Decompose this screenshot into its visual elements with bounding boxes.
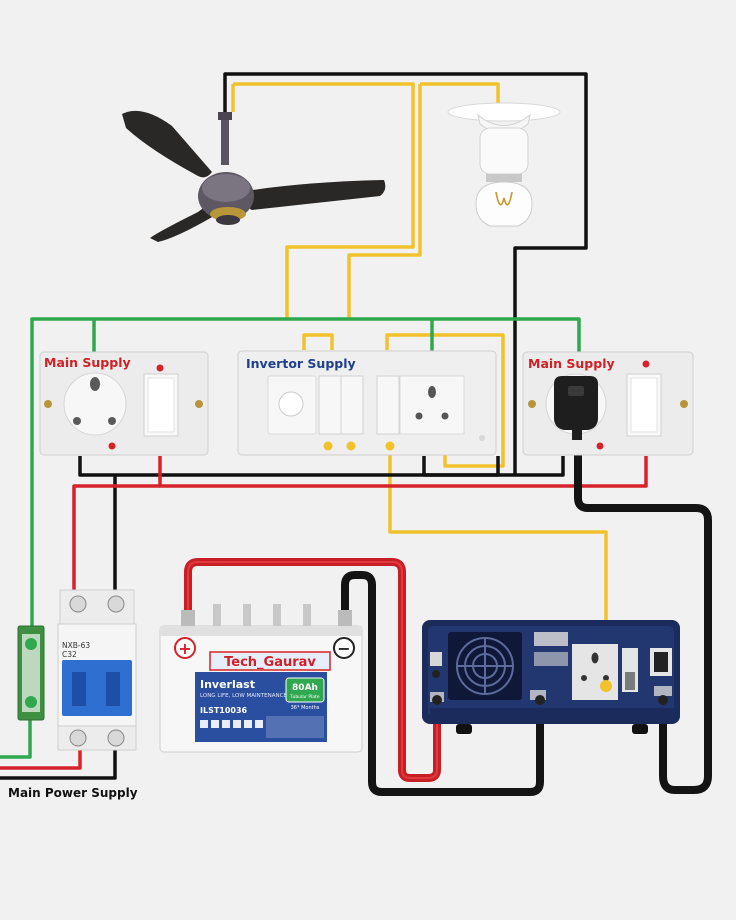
battery-capacity-sub: Tubular Plate <box>289 694 319 700</box>
battery-model: ILST10036 <box>200 706 248 715</box>
switchboard-main-supply-left: Main Supply <box>39 351 209 456</box>
inverter-output-plug-dot <box>600 680 612 692</box>
switch-icon[interactable] <box>143 373 179 437</box>
switchboard-main-supply-right: Main Supply <box>522 351 694 456</box>
battery-cables <box>184 436 712 796</box>
ceiling-fan-icon <box>122 110 386 242</box>
battery-positive-terminal: + <box>178 639 191 658</box>
switch-socket[interactable] <box>376 375 400 435</box>
main-supply-left-label: Main Supply <box>44 355 131 370</box>
breaker-model: NXB-63 <box>62 641 90 650</box>
socket-icon <box>63 372 127 436</box>
inverter-unit <box>422 620 680 734</box>
plug-icon <box>545 373 607 440</box>
battery-negative-terminal: − <box>337 639 350 658</box>
inverter-output-socket <box>572 644 618 700</box>
switch-light[interactable] <box>340 375 364 435</box>
main-supply-right-label: Main Supply <box>528 356 615 371</box>
earth-bar <box>17 625 45 721</box>
wires-yellow <box>231 82 608 685</box>
main-power-supply-label: Main Power Supply <box>8 786 138 800</box>
inverter-supply-label: Invertor Supply <box>246 356 356 371</box>
battery-brand-tag: Tech_Gaurav <box>224 655 316 670</box>
switch-icon[interactable] <box>626 373 662 437</box>
bulb-holder-icon <box>447 102 561 227</box>
mcb-breaker: NXB-63 C32 <box>57 589 137 751</box>
fan-regulator-icon[interactable] <box>278 391 304 417</box>
switchboard-inverter-supply: Invertor Supply <box>237 350 497 456</box>
battery-product: Inverlast <box>200 678 255 691</box>
battery: + − Tech_Gaurav Inverlast LONG LIFE, LOW… <box>159 604 363 753</box>
breaker-rating: C32 <box>62 650 77 659</box>
battery-tagline: LONG LIFE, LOW MAINTENANCE <box>200 693 287 699</box>
battery-capacity: 80Ah <box>292 683 318 693</box>
battery-warranty: 36* Months <box>291 705 320 711</box>
inverter-fan-grille <box>448 632 522 700</box>
wires-green <box>0 317 581 759</box>
wires-black <box>0 72 588 780</box>
socket-icon <box>399 375 465 435</box>
switch-fan[interactable] <box>318 375 342 435</box>
